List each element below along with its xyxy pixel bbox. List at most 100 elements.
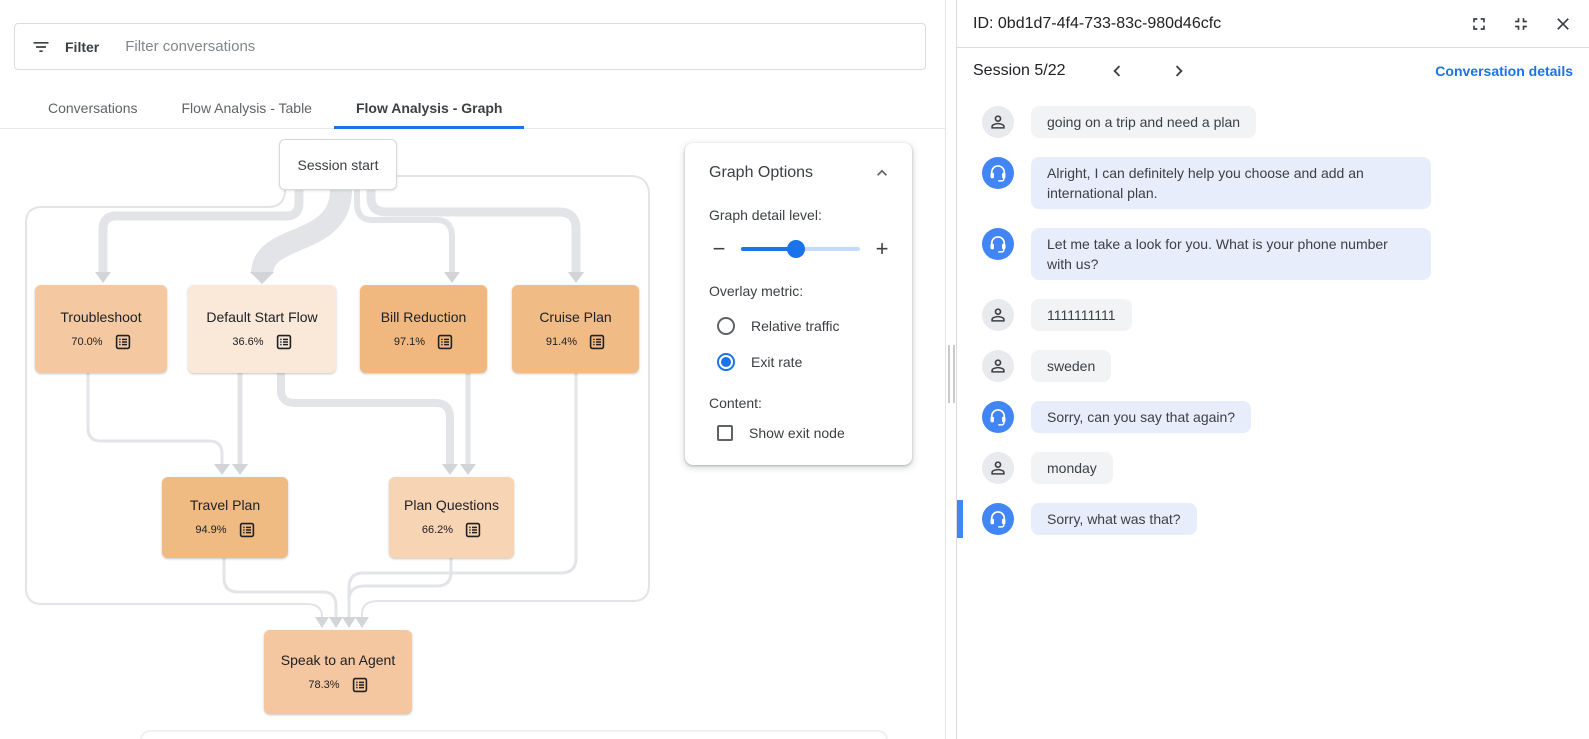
user-avatar: [982, 350, 1014, 382]
slider-thumb[interactable]: [786, 240, 805, 258]
resize-grip-icon: [948, 345, 955, 403]
message-row[interactable]: Sorry, can you say that again?: [957, 401, 1589, 433]
message-row[interactable]: Sorry, what was that?: [957, 500, 1589, 538]
message-bubble: Sorry, what was that?: [1031, 503, 1197, 535]
session-nav-row: Session 5/22 Conversation details: [957, 48, 1589, 94]
radio-exit-rate[interactable]: Exit rate: [717, 353, 892, 371]
detail-level-slider[interactable]: [741, 240, 860, 258]
conversation-header: ID: 0bd1d7-4f4-733-83c-980d46cfc: [957, 0, 1589, 48]
node-exit-rate: 94.9%: [195, 524, 227, 536]
tab-conversations[interactable]: Conversations: [48, 100, 138, 116]
filter-list-icon: [33, 41, 49, 52]
agent-avatar: [982, 401, 1014, 433]
person-icon: [991, 359, 1005, 373]
message-bubble: Alright, I can definitely help you choos…: [1031, 157, 1431, 209]
zoom-in-plus-button[interactable]: +: [875, 236, 889, 261]
filter-input-placeholder[interactable]: Filter conversations: [125, 38, 256, 55]
node-title: Cruise Plan: [539, 308, 612, 325]
conversation-id-title: ID: 0bd1d7-4f4-733-83c-980d46cfc: [973, 14, 1222, 32]
next-node-hint: [140, 730, 888, 739]
node-title: Travel Plan: [189, 497, 261, 513]
fullscreen-icon[interactable]: [1469, 14, 1489, 34]
headset-icon: [990, 511, 1006, 528]
radio-icon[interactable]: [717, 317, 735, 335]
exit-fullscreen-icon[interactable]: [1511, 14, 1531, 34]
flow-node[interactable]: Default Start Flow 36.6%: [188, 285, 336, 373]
graph-options-panel: Graph Options Graph detail level: − + Ov…: [685, 143, 912, 465]
node-title: Speak to an Agent: [280, 651, 396, 668]
message-list[interactable]: going on a trip and need a plan Alright,…: [957, 94, 1589, 739]
user-avatar: [982, 299, 1014, 331]
zoom-out-minus-button[interactable]: −: [712, 236, 726, 261]
message-row[interactable]: 1111111111: [957, 299, 1589, 331]
conversation-details-link[interactable]: Conversation details: [1435, 63, 1573, 79]
node-exit-rate: 91.4%: [545, 335, 578, 348]
agent-avatar: [982, 503, 1014, 535]
node-details-icon[interactable]: [239, 522, 255, 538]
graph-detail-label: Graph detail level:: [709, 207, 822, 223]
node-details-icon[interactable]: [465, 522, 481, 538]
flow-node[interactable]: Travel Plan 94.9%: [162, 477, 288, 558]
close-icon[interactable]: [1553, 14, 1573, 34]
message-row[interactable]: sweden: [957, 350, 1589, 382]
user-avatar: [982, 452, 1014, 484]
flow-node[interactable]: Bill Reduction 97.1%: [360, 285, 487, 373]
filter-bar[interactable]: Filter Filter conversations: [14, 23, 926, 70]
message-row[interactable]: Let me take a look for you. What is your…: [957, 228, 1589, 280]
show-exit-node-checkbox-row[interactable]: Show exit node: [717, 425, 892, 441]
headset-icon: [990, 409, 1006, 426]
headset-icon: [990, 165, 1006, 182]
flow-node[interactable]: Plan Questions 66.2%: [389, 477, 514, 558]
content-label: Content:: [709, 395, 762, 411]
message-bubble: 1111111111: [1031, 299, 1132, 331]
flow-node[interactable]: Speak to an Agent 78.3%: [264, 630, 412, 714]
node-exit-rate: 66.2%: [421, 524, 454, 536]
person-icon: [991, 115, 1005, 129]
radio-selected-icon[interactable]: [717, 353, 735, 371]
agent-avatar: [982, 157, 1014, 189]
message-bubble: monday: [1031, 452, 1113, 484]
user-avatar: [982, 106, 1014, 138]
node-title: Session start: [297, 156, 379, 173]
message-row[interactable]: going on a trip and need a plan: [957, 106, 1589, 138]
message-bubble: sweden: [1031, 350, 1112, 382]
message-row[interactable]: Alright, I can definitely help you choos…: [957, 157, 1589, 209]
node-title: Plan Questions: [404, 497, 499, 513]
radio-relative-traffic[interactable]: Relative traffic: [717, 317, 892, 335]
flow-node[interactable]: Troubleshoot 70.0%: [35, 285, 167, 373]
graph-options-title: Graph Options: [709, 164, 814, 181]
message-bubble: Let me take a look for you. What is your…: [1031, 228, 1431, 280]
flow-analysis-panel: Filter Filter conversations Conversation…: [0, 0, 945, 739]
session-counter: Session 5/22: [973, 62, 1066, 79]
conversation-detail-panel: ID: 0bd1d7-4f4-733-83c-980d46cfc Session…: [956, 0, 1589, 739]
collapse-chevron-up-icon[interactable]: [872, 163, 892, 183]
flow-node[interactable]: Cruise Plan 91.4%: [512, 285, 639, 373]
node-details-icon[interactable]: [115, 334, 131, 350]
agent-avatar: [982, 228, 1014, 260]
node-details-icon[interactable]: [437, 334, 453, 350]
person-icon: [991, 461, 1005, 475]
panel-resize-handle[interactable]: [945, 0, 956, 739]
message-bubble: going on a trip and need a plan: [1031, 106, 1257, 138]
node-details-icon[interactable]: [589, 334, 605, 350]
filter-label: Filter: [65, 38, 100, 55]
tab-flow-analysis-graph[interactable]: Flow Analysis - Graph: [333, 90, 525, 129]
node-title: Bill Reduction: [380, 308, 467, 325]
previous-session-chevron-left-icon[interactable]: [1106, 60, 1128, 82]
headset-icon: [990, 236, 1006, 253]
node-title: Troubleshoot: [60, 308, 142, 325]
node-details-icon[interactable]: [276, 334, 292, 350]
node-exit-rate: 36.6%: [232, 335, 264, 348]
message-row[interactable]: monday: [957, 452, 1589, 484]
person-icon: [991, 308, 1005, 322]
node-session-start[interactable]: Session start: [279, 139, 397, 190]
node-details-icon[interactable]: [352, 677, 368, 693]
checkbox-icon[interactable]: [717, 425, 733, 441]
next-session-chevron-right-icon[interactable]: [1168, 60, 1190, 82]
tab-flow-analysis-table[interactable]: Flow Analysis - Table: [181, 100, 312, 116]
overlay-metric-label: Overlay metric:: [709, 283, 804, 299]
node-exit-rate: 78.3%: [308, 678, 340, 691]
tab-bar: Conversations Flow Analysis - Table Flow…: [0, 90, 945, 129]
node-exit-rate: 97.1%: [393, 335, 426, 348]
